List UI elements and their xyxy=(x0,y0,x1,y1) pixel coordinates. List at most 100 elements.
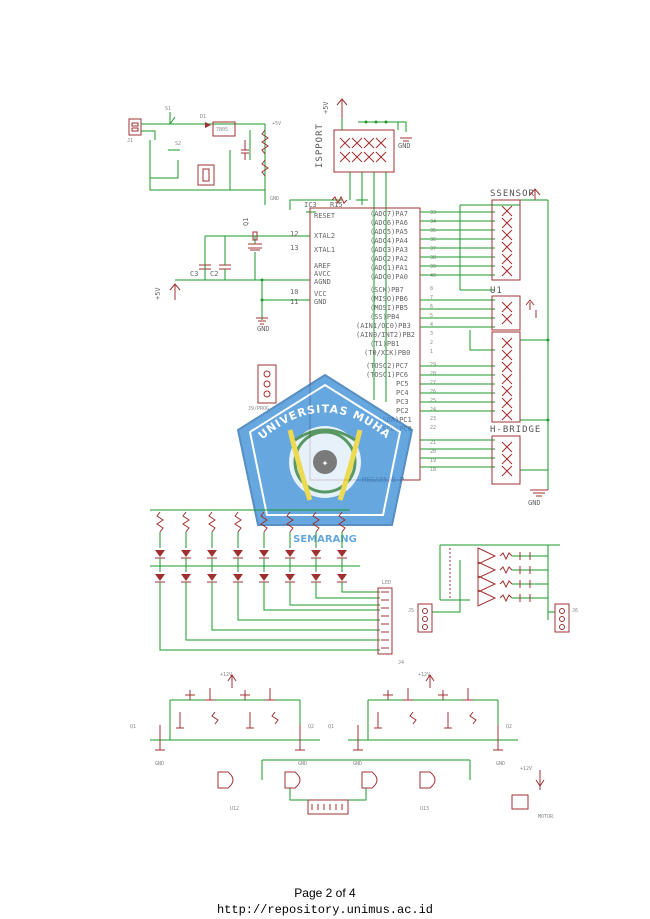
svg-text:(AIN0/INT2)PB2: (AIN0/INT2)PB2 xyxy=(356,331,415,339)
svg-text:24: 24 xyxy=(430,407,436,413)
svg-text:(ADC2)PA2: (ADC2)PA2 xyxy=(370,255,408,263)
svg-text:Q2: Q2 xyxy=(308,724,314,730)
svg-text:25: 25 xyxy=(430,398,436,404)
svg-text:(TOSC2)PC7: (TOSC2)PC7 xyxy=(366,362,408,370)
svg-text:+5V: +5V xyxy=(322,101,330,114)
svg-text:U13: U13 xyxy=(420,806,429,812)
seal-top-text: UNIVERSITAS MUHAMMADIYAH xyxy=(0,0,392,442)
svg-text:J5: J5 xyxy=(408,608,414,614)
svg-text:GND: GND xyxy=(257,325,270,333)
svg-text:RESET: RESET xyxy=(314,212,336,220)
svg-text:AVCC: AVCC xyxy=(314,270,331,278)
svg-text:(ADC1)PA1: (ADC1)PA1 xyxy=(370,264,408,272)
svg-text:(ADC7)PA7: (ADC7)PA7 xyxy=(370,210,408,218)
svg-text:20: 20 xyxy=(430,449,436,455)
svg-text:IC3: IC3 xyxy=(304,201,317,209)
svg-text:(T1)PB1: (T1)PB1 xyxy=(370,340,400,348)
svg-text:S1: S1 xyxy=(165,106,171,112)
svg-text:LED: LED xyxy=(382,580,391,586)
svg-text:22: 22 xyxy=(430,425,436,431)
svg-text:✦: ✦ xyxy=(322,459,329,468)
svg-text:13: 13 xyxy=(290,244,298,252)
svg-text:PC4: PC4 xyxy=(396,389,409,397)
svg-text:S2: S2 xyxy=(175,141,181,147)
svg-text:J4: J4 xyxy=(398,660,404,666)
right-buses xyxy=(420,199,550,490)
small-connector: J9/PROG xyxy=(248,364,277,412)
svg-text:(SCK)PB7: (SCK)PB7 xyxy=(370,286,404,294)
svg-text:U1: U1 xyxy=(490,286,503,296)
university-seal-watermark: ✦ UNIVERSITAS MUHAMMADIYAH SEMARANG xyxy=(0,0,414,545)
svg-text:H-BRIDGE: H-BRIDGE xyxy=(490,425,541,435)
svg-text:R15: R15 xyxy=(330,201,343,209)
svg-text:5: 5 xyxy=(430,313,433,319)
svg-text:(ADC0)PA0: (ADC0)PA0 xyxy=(370,273,408,281)
svg-text:XTAL1: XTAL1 xyxy=(314,246,335,254)
svg-text:(MOSI)PB5: (MOSI)PB5 xyxy=(370,304,408,312)
isp-port: +5V GND ISPPORT xyxy=(315,98,412,402)
svg-text:34: 34 xyxy=(430,219,436,225)
svg-text:21: 21 xyxy=(430,440,436,446)
svg-text:12: 12 xyxy=(290,230,298,238)
svg-text:10: 10 xyxy=(290,288,298,296)
comparator-block: J5 J6 xyxy=(408,544,578,633)
h-bridge-drivers: +12V Q1 Q2 GND GND U12 U13 MOTOR +12V xyxy=(130,671,554,820)
svg-text:33: 33 xyxy=(430,210,436,216)
svg-text:J9/PROG: J9/PROG xyxy=(248,406,269,412)
svg-text:37: 37 xyxy=(430,246,436,252)
svg-text:18: 18 xyxy=(430,467,436,473)
svg-text:UNIVERSITAS MUHAMMADIYAH: UNIVERSITAS MUHAMMADIYAH xyxy=(0,0,393,442)
svg-text:39: 39 xyxy=(430,264,436,270)
svg-text:35: 35 xyxy=(430,228,436,234)
svg-text:6: 6 xyxy=(430,304,433,310)
svg-text:(ADC6)PA6: (ADC6)PA6 xyxy=(370,219,408,227)
svg-text:PC5: PC5 xyxy=(396,380,409,388)
svg-text:Q1: Q1 xyxy=(242,218,250,226)
svg-text:GND: GND xyxy=(298,761,307,767)
svg-text:3: 3 xyxy=(430,331,433,337)
led-resistor-bank: LED J4 xyxy=(150,509,404,666)
svg-text:+12V: +12V xyxy=(220,672,232,678)
svg-text:8: 8 xyxy=(430,286,433,292)
svg-text:PC3: PC3 xyxy=(396,398,409,406)
svg-text:(ADC4)PA4: (ADC4)PA4 xyxy=(370,237,408,245)
svg-text:C3: C3 xyxy=(190,270,198,278)
svg-text:+5V: +5V xyxy=(272,121,281,127)
svg-text:27: 27 xyxy=(430,380,436,386)
svg-text:(MISO)PB6: (MISO)PB6 xyxy=(370,295,408,303)
svg-text:36: 36 xyxy=(430,237,436,243)
svg-text:AGND: AGND xyxy=(314,278,331,286)
svg-text:MOTOR: MOTOR xyxy=(538,814,554,820)
svg-text:GND: GND xyxy=(314,298,327,306)
svg-text:(AIN1/OC0)PB3: (AIN1/OC0)PB3 xyxy=(356,322,411,330)
power-supply-block: J1 D1 7805 S1 S2 +5V GND xyxy=(127,106,281,205)
svg-text:29: 29 xyxy=(430,362,436,368)
svg-text:ISPPORT: ISPPORT xyxy=(315,123,325,168)
svg-text:7805: 7805 xyxy=(216,127,228,133)
svg-text:VCC: VCC xyxy=(314,290,327,298)
svg-text:(ADC3)PA3: (ADC3)PA3 xyxy=(370,246,408,254)
svg-text:2: 2 xyxy=(430,340,433,346)
svg-text:40: 40 xyxy=(430,273,436,279)
svg-text:(SS)PB4: (SS)PB4 xyxy=(370,313,400,321)
svg-text:(T0/XCK)PB0: (T0/XCK)PB0 xyxy=(364,349,410,357)
svg-text:PC2: PC2 xyxy=(396,407,409,415)
svg-text:38: 38 xyxy=(430,255,436,261)
svg-text:(TOSC1)PC6: (TOSC1)PC6 xyxy=(366,371,408,379)
page-number: Page 2 of 4 xyxy=(294,886,356,900)
reset-circuit: IC3 R15 xyxy=(289,195,368,213)
svg-text:19: 19 xyxy=(430,458,436,464)
svg-text:U12: U12 xyxy=(230,806,239,812)
svg-text:+12V: +12V xyxy=(520,766,532,772)
repository-url[interactable]: http://repository.unimus.ac.id xyxy=(216,903,434,917)
svg-text:28: 28 xyxy=(430,371,436,377)
svg-text:+5V: +5V xyxy=(154,287,162,300)
svg-text:1: 1 xyxy=(430,349,433,355)
svg-text:D1: D1 xyxy=(200,114,206,120)
svg-text:GND: GND xyxy=(398,142,411,150)
svg-text:GND: GND xyxy=(155,761,164,767)
svg-text:GND: GND xyxy=(528,499,541,507)
left-power-rails: +5V GND xyxy=(154,278,310,333)
right-connectors: SSENSOR U1 H-BRIDGE GND xyxy=(490,188,548,507)
